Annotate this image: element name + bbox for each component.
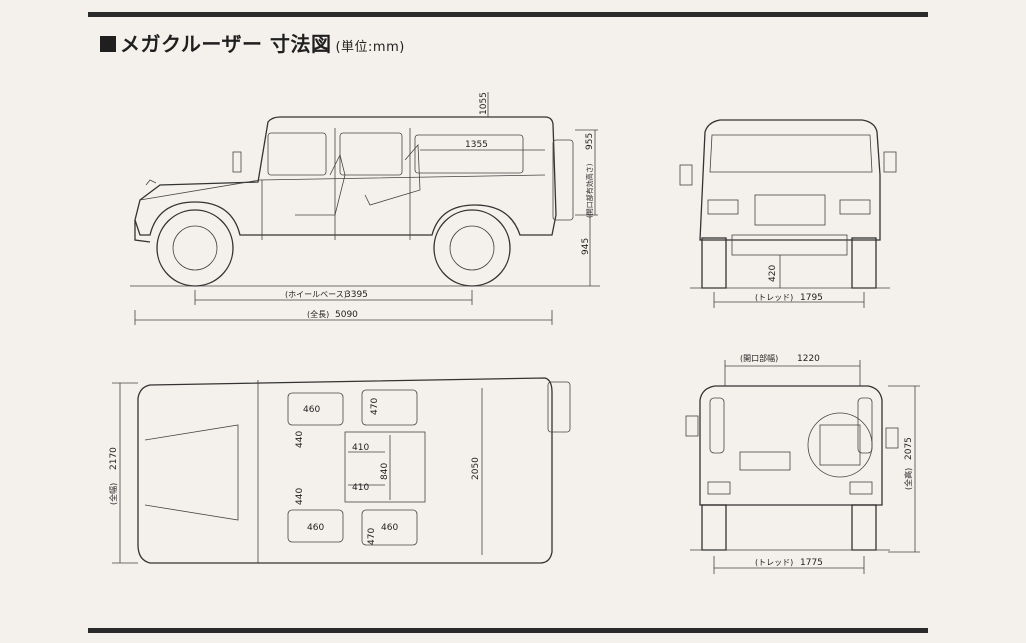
dim-cargo-length: 2050	[471, 457, 481, 480]
dim-length-label: (全長)	[307, 309, 329, 319]
dim-rear-height: 2075	[904, 437, 914, 460]
dim-rear-tread: 1775	[800, 558, 823, 568]
dim-seat-width-2: 460	[307, 523, 324, 533]
dim-aisle-2: 410	[352, 483, 369, 493]
top-dimension-lines	[112, 382, 483, 564]
dim-width-label: (全幅)	[108, 483, 118, 505]
front-view	[679, 119, 897, 289]
front-dimension-lines	[713, 255, 865, 308]
rear-dimension-lines	[713, 360, 920, 574]
dim-seat-gap-1: 440	[295, 431, 305, 448]
dim-wheelbase: 3395	[345, 290, 368, 300]
title-unit: (単位:mm)	[335, 40, 405, 55]
side-dimension-lines	[130, 92, 600, 325]
dim-aisle-length: 840	[380, 463, 390, 480]
dim-rear-opening-label: (開口部幅)	[740, 353, 778, 363]
dim-rear-opening: 1220	[797, 354, 820, 364]
top-view	[137, 377, 571, 564]
dim-seat-gap-2: 440	[295, 488, 305, 505]
bottom-rule	[88, 628, 928, 633]
dim-width-total: 2170	[109, 447, 119, 470]
dim-seat-width-3: 460	[381, 523, 398, 533]
dim-length-total: 5090	[335, 310, 358, 320]
dim-height-roof: 1055	[479, 92, 489, 115]
page-title: メガクルーザー 寸法図(単位:mm)	[100, 28, 405, 57]
dim-door-label: (開口部有効高さ)	[585, 163, 594, 218]
dim-aisle-1: 410	[352, 443, 369, 453]
dim-window-length: 1355	[465, 140, 488, 150]
title-bullet-square	[100, 36, 116, 52]
dim-front-tread-label: (トレッド)	[755, 293, 793, 302]
dim-height-door: 955	[585, 133, 595, 150]
dim-front-clearance: 420	[768, 265, 778, 282]
title-text: メガクルーザー 寸法図	[120, 32, 332, 56]
dim-seat-depth-1: 470	[370, 398, 380, 415]
dim-seat-depth-2: 470	[367, 528, 377, 545]
dim-front-tread: 1795	[800, 293, 823, 303]
side-view	[134, 116, 574, 287]
top-rule	[88, 12, 928, 17]
rear-view	[685, 385, 899, 551]
dim-rear-tread-label: (トレッド)	[755, 558, 793, 567]
dim-seat-width-1: 460	[303, 405, 320, 415]
dim-height-body: 945	[581, 238, 591, 255]
dim-wheelbase-label: (ホイールベース)	[285, 290, 347, 299]
dim-rear-height-label: (全高)	[903, 468, 913, 490]
